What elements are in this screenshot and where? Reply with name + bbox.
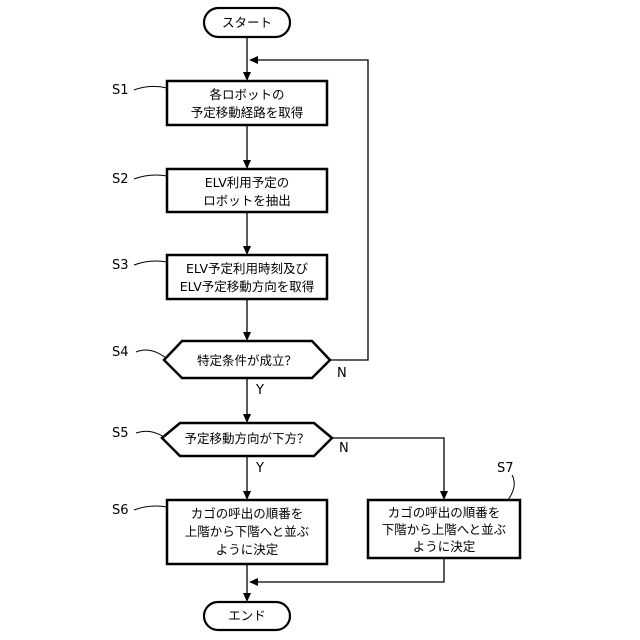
step-s3: ELV予定利用時刻及び ELV予定移動方向を取得 — [167, 255, 327, 299]
step-s2: ELV利用予定の ロボットを抽出 — [167, 169, 327, 212]
arrowhead — [243, 414, 251, 423]
leader-s3 — [134, 261, 167, 265]
edge-s5-s7 — [332, 438, 444, 497]
start-label: スタート — [222, 15, 272, 30]
step-s1-line-2: 予定移動経路を取得 — [191, 105, 304, 120]
step-s7-line-2: 下階から上階へと並ぶ — [382, 522, 506, 537]
decision-s5-no: N — [339, 441, 349, 456]
step-s7: カゴの呼出の順番を 下階から上階へと並ぶ ように決定 — [368, 500, 520, 558]
leader-s6 — [134, 506, 167, 510]
step-s1-line-1: 各ロボットの — [209, 87, 284, 102]
arrowhead — [243, 491, 251, 500]
step-s6: カゴの呼出の順番を 上階から下階へと並ぶ ように決定 — [167, 500, 327, 564]
arrowhead — [440, 491, 448, 500]
decision-s4: 特定条件が成立？ — [164, 341, 330, 378]
decision-s5-text: 予定移動方向が下方？ — [184, 431, 309, 446]
step-s7-line-1: カゴの呼出の順番を — [388, 505, 501, 520]
step-s1: 各ロボットの 予定移動経路を取得 — [167, 81, 327, 125]
decision-s4-no: N — [337, 366, 347, 381]
arrowhead — [243, 246, 251, 255]
leader-s4 — [136, 350, 166, 358]
decision-s4-yes: Y — [255, 383, 264, 398]
leader-s5 — [136, 431, 164, 437]
arrowhead — [249, 578, 258, 586]
step-s1-id: S1 — [112, 83, 129, 98]
arrowhead — [249, 56, 258, 64]
arrowhead — [243, 332, 251, 341]
arrowhead — [243, 72, 251, 81]
decision-s5-yes: Y — [255, 461, 264, 476]
step-s5-id: S5 — [112, 426, 129, 441]
leader-s1 — [134, 86, 167, 90]
arrowhead — [243, 593, 251, 602]
end-terminal: エンド — [204, 602, 290, 630]
step-s2-id: S2 — [112, 172, 129, 187]
decision-s4-text: 特定条件が成立？ — [197, 353, 297, 368]
arrowhead — [243, 160, 251, 169]
step-s6-line-3: ように決定 — [216, 542, 279, 557]
step-s4-id: S4 — [112, 345, 129, 360]
leader-s7 — [508, 475, 514, 500]
step-s2-line-2: ロボットを抽出 — [203, 193, 291, 208]
step-s7-id: S7 — [497, 461, 514, 476]
step-s2-line-1: ELV利用予定の — [205, 175, 290, 190]
leader-s2 — [134, 175, 167, 179]
end-label: エンド — [228, 608, 266, 623]
step-s7-line-3: ように決定 — [413, 539, 476, 554]
step-s3-id: S3 — [112, 258, 129, 273]
start-terminal: スタート — [204, 8, 290, 37]
step-s3-line-1: ELV予定利用時刻及び — [186, 261, 309, 276]
step-s6-line-2: 上階から下階へと並ぶ — [185, 524, 309, 539]
step-s6-id: S6 — [112, 503, 129, 518]
step-s3-line-2: ELV予定移動方向を取得 — [180, 279, 315, 294]
decision-s5: 予定移動方向が下方？ — [162, 423, 332, 456]
step-s6-line-1: カゴの呼出の順番を — [191, 506, 304, 521]
